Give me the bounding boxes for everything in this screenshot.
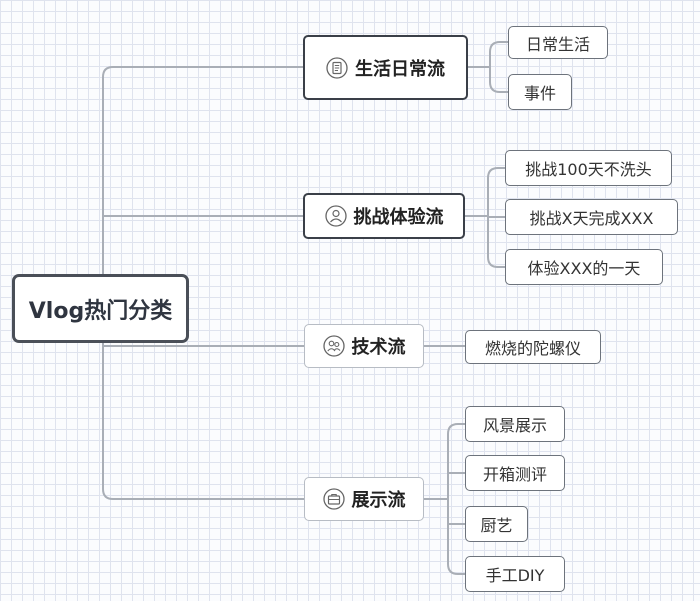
- branch-node-showcase[interactable]: 展示流: [304, 477, 424, 521]
- leaf-label: 开箱测评: [482, 465, 547, 484]
- leaf-label: 风景展示: [482, 416, 547, 435]
- leaf-label: 挑战X天完成XXX: [529, 209, 654, 228]
- leaf-node[interactable]: 体验XXX的一天: [505, 249, 663, 285]
- leaf-node[interactable]: 事件: [508, 74, 572, 110]
- leaf-connector: [447, 423, 465, 575]
- leaf-node[interactable]: 挑战100天不洗头: [505, 150, 672, 186]
- branch-node-daily-life[interactable]: 生活日常流: [303, 35, 468, 100]
- leaf-node[interactable]: 开箱测评: [465, 455, 565, 491]
- leaf-node[interactable]: 挑战X天完成XXX: [505, 199, 678, 235]
- leaf-label: 事件: [523, 84, 556, 103]
- root-label: Vlog热门分类: [28, 298, 173, 324]
- branch-label: 挑战体验流: [353, 207, 444, 228]
- leaf-connector: [489, 41, 508, 93]
- leaf-node[interactable]: 风景展示: [465, 406, 565, 442]
- briefcase-icon: [322, 488, 345, 510]
- branch-label: 技术流: [351, 337, 406, 358]
- leaf-node[interactable]: 手工DIY: [465, 556, 565, 592]
- root-node[interactable]: Vlog热门分类: [12, 274, 189, 343]
- branch-label: 展示流: [351, 490, 406, 511]
- leaf-node[interactable]: 日常生活: [508, 26, 608, 59]
- leaf-label: 厨艺: [480, 516, 513, 535]
- leaf-connector: [487, 167, 505, 268]
- leaf-label: 燃烧的陀螺仪: [484, 339, 581, 358]
- leaf-label: 体验XXX的一天: [527, 259, 641, 278]
- branch-node-tech[interactable]: 技术流: [304, 324, 424, 368]
- leaf-label: 挑战100天不洗头: [525, 160, 652, 179]
- leaf-node[interactable]: 燃烧的陀螺仪: [465, 330, 601, 364]
- document-icon: [326, 56, 348, 79]
- people-icon: [322, 335, 345, 357]
- branch-node-challenge[interactable]: 挑战体验流: [303, 193, 465, 239]
- leaf-node[interactable]: 厨艺: [465, 506, 528, 542]
- leaf-label: 手工DIY: [485, 566, 545, 585]
- branch-label: 生活日常流: [355, 58, 445, 80]
- person-icon: [324, 205, 347, 227]
- leaf-label: 日常生活: [525, 34, 590, 54]
